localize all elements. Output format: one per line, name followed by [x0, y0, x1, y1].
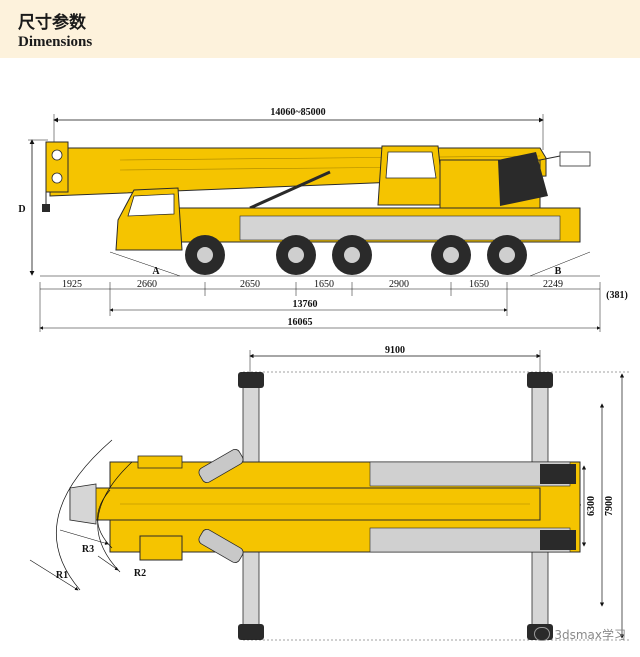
width-7900-label: 7900 — [604, 496, 615, 516]
segment-6: 1650 — [469, 279, 489, 290]
radius-r2-label: R2 — [134, 568, 146, 579]
luffing-cylinder — [249, 170, 331, 210]
wechat-icon — [534, 627, 551, 641]
segment-2: 2660 — [137, 279, 157, 290]
watermark-text: 3dsmax学习 — [554, 628, 626, 642]
winch-housing — [498, 152, 548, 206]
radius-r3-label: R3 — [82, 544, 94, 555]
overall-length: 16065 — [288, 317, 313, 328]
boom-length-label: 14060~85000 — [270, 107, 325, 118]
offset-label: (381) — [606, 290, 628, 301]
outrigger-pad-rl — [238, 624, 264, 640]
boom-head — [45, 141, 69, 193]
departure-angle-label: B — [555, 266, 562, 277]
top-view: 9100 7900 6300 E — [29, 345, 630, 641]
segment-3: 2650 — [240, 279, 260, 290]
watermark: 3dsmax学习 — [534, 626, 626, 643]
boom-tip-top — [69, 483, 97, 525]
page-title-en: Dimensions — [18, 34, 93, 50]
radius-arc-r1 — [56, 439, 113, 591]
outrigger-pad-fl — [238, 372, 264, 388]
height-label: D — [18, 204, 25, 215]
cab-top — [139, 535, 183, 561]
approach-angle-label: A — [152, 266, 160, 277]
outrigger-span-label: 9100 — [385, 345, 405, 356]
segment-7: 2249 — [543, 279, 563, 290]
width-6300-label: 6300 — [586, 496, 597, 516]
header-band: 尺寸参数 Dimensions — [0, 0, 640, 58]
side-view: 14060~85000 D — [18, 107, 628, 332]
page-title-cn: 尺寸参数 — [18, 13, 86, 33]
wheelbase-total: 13760 — [293, 299, 318, 310]
segment-4: 1650 — [314, 279, 334, 290]
wheels — [185, 235, 527, 275]
segment-5: 2900 — [389, 279, 409, 290]
radius-arc-r2 — [97, 461, 133, 573]
outrigger-pad-fr — [527, 372, 553, 388]
radius-r1-label: R1 — [56, 570, 68, 581]
segment-1: 1925 — [62, 279, 82, 290]
